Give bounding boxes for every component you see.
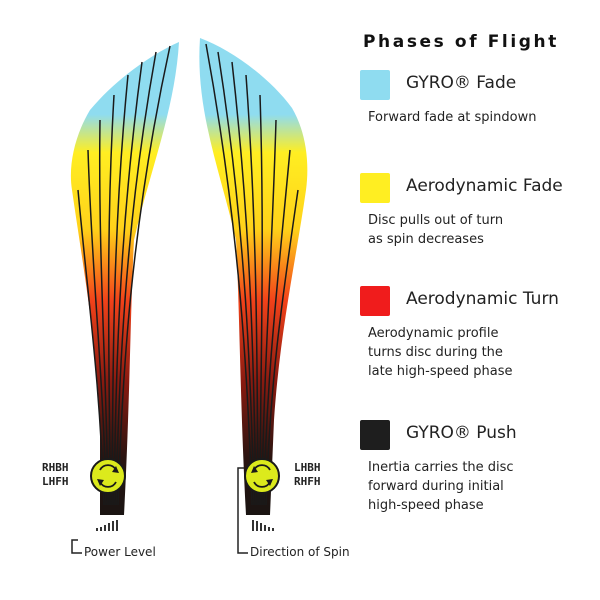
direction-of-spin-caption: Direction of Spin [250, 545, 350, 559]
left-path-lines [77, 45, 171, 506]
legend-description: Disc pulls out of turn as spin decreases [368, 211, 503, 249]
legend-title: Phases of Flight [363, 32, 559, 52]
gyro-fade-swatch [360, 70, 390, 100]
description-line: turns disc during the [368, 345, 503, 360]
right-disc-icon [244, 458, 280, 494]
legend-description: Inertia carries the disc forward during … [368, 458, 514, 515]
description-line: Inertia carries the disc [368, 460, 514, 475]
left-disc-icon [90, 458, 126, 494]
legend-description: Aerodynamic profile turns disc during th… [368, 324, 512, 381]
description-line: as spin decreases [368, 232, 484, 247]
legend-description: Forward fade at spindown [368, 108, 537, 127]
left-flight-path [70, 42, 179, 515]
description-line: Disc pulls out of turn [368, 213, 504, 228]
description-line: high-speed phase [368, 498, 484, 513]
legend-label: GYRO® Push [406, 423, 517, 443]
legend-label: Aerodynamic Turn [406, 289, 559, 309]
description-line: late high-speed phase [368, 364, 513, 379]
right-hand-labels: LHBH RHFH [294, 461, 321, 489]
hand-label: RHFH [294, 475, 321, 488]
right-path-lines [205, 43, 299, 506]
power-level-bars-icon [96, 520, 118, 531]
hand-label: RHBH [42, 461, 69, 474]
legend-label: GYRO® Fade [406, 73, 517, 93]
power-level-bracket [71, 539, 82, 554]
hand-label: LHFH [42, 475, 69, 488]
spin-direction-icon [252, 520, 274, 531]
power-level-caption: Power Level [84, 545, 156, 559]
spin-direction-bracket [237, 467, 248, 554]
legend-label: Aerodynamic Fade [406, 176, 563, 196]
hand-label: LHBH [294, 461, 321, 474]
description-line: forward during initial [368, 479, 504, 494]
gyro-push-swatch [360, 420, 390, 450]
description-line: Aerodynamic profile [368, 326, 499, 341]
description-line: Forward fade at spindown [368, 110, 537, 125]
right-flight-path [199, 38, 308, 515]
aerodynamic-turn-swatch [360, 286, 390, 316]
aerodynamic-fade-swatch [360, 173, 390, 203]
left-hand-labels: RHBH LHFH [42, 461, 69, 489]
